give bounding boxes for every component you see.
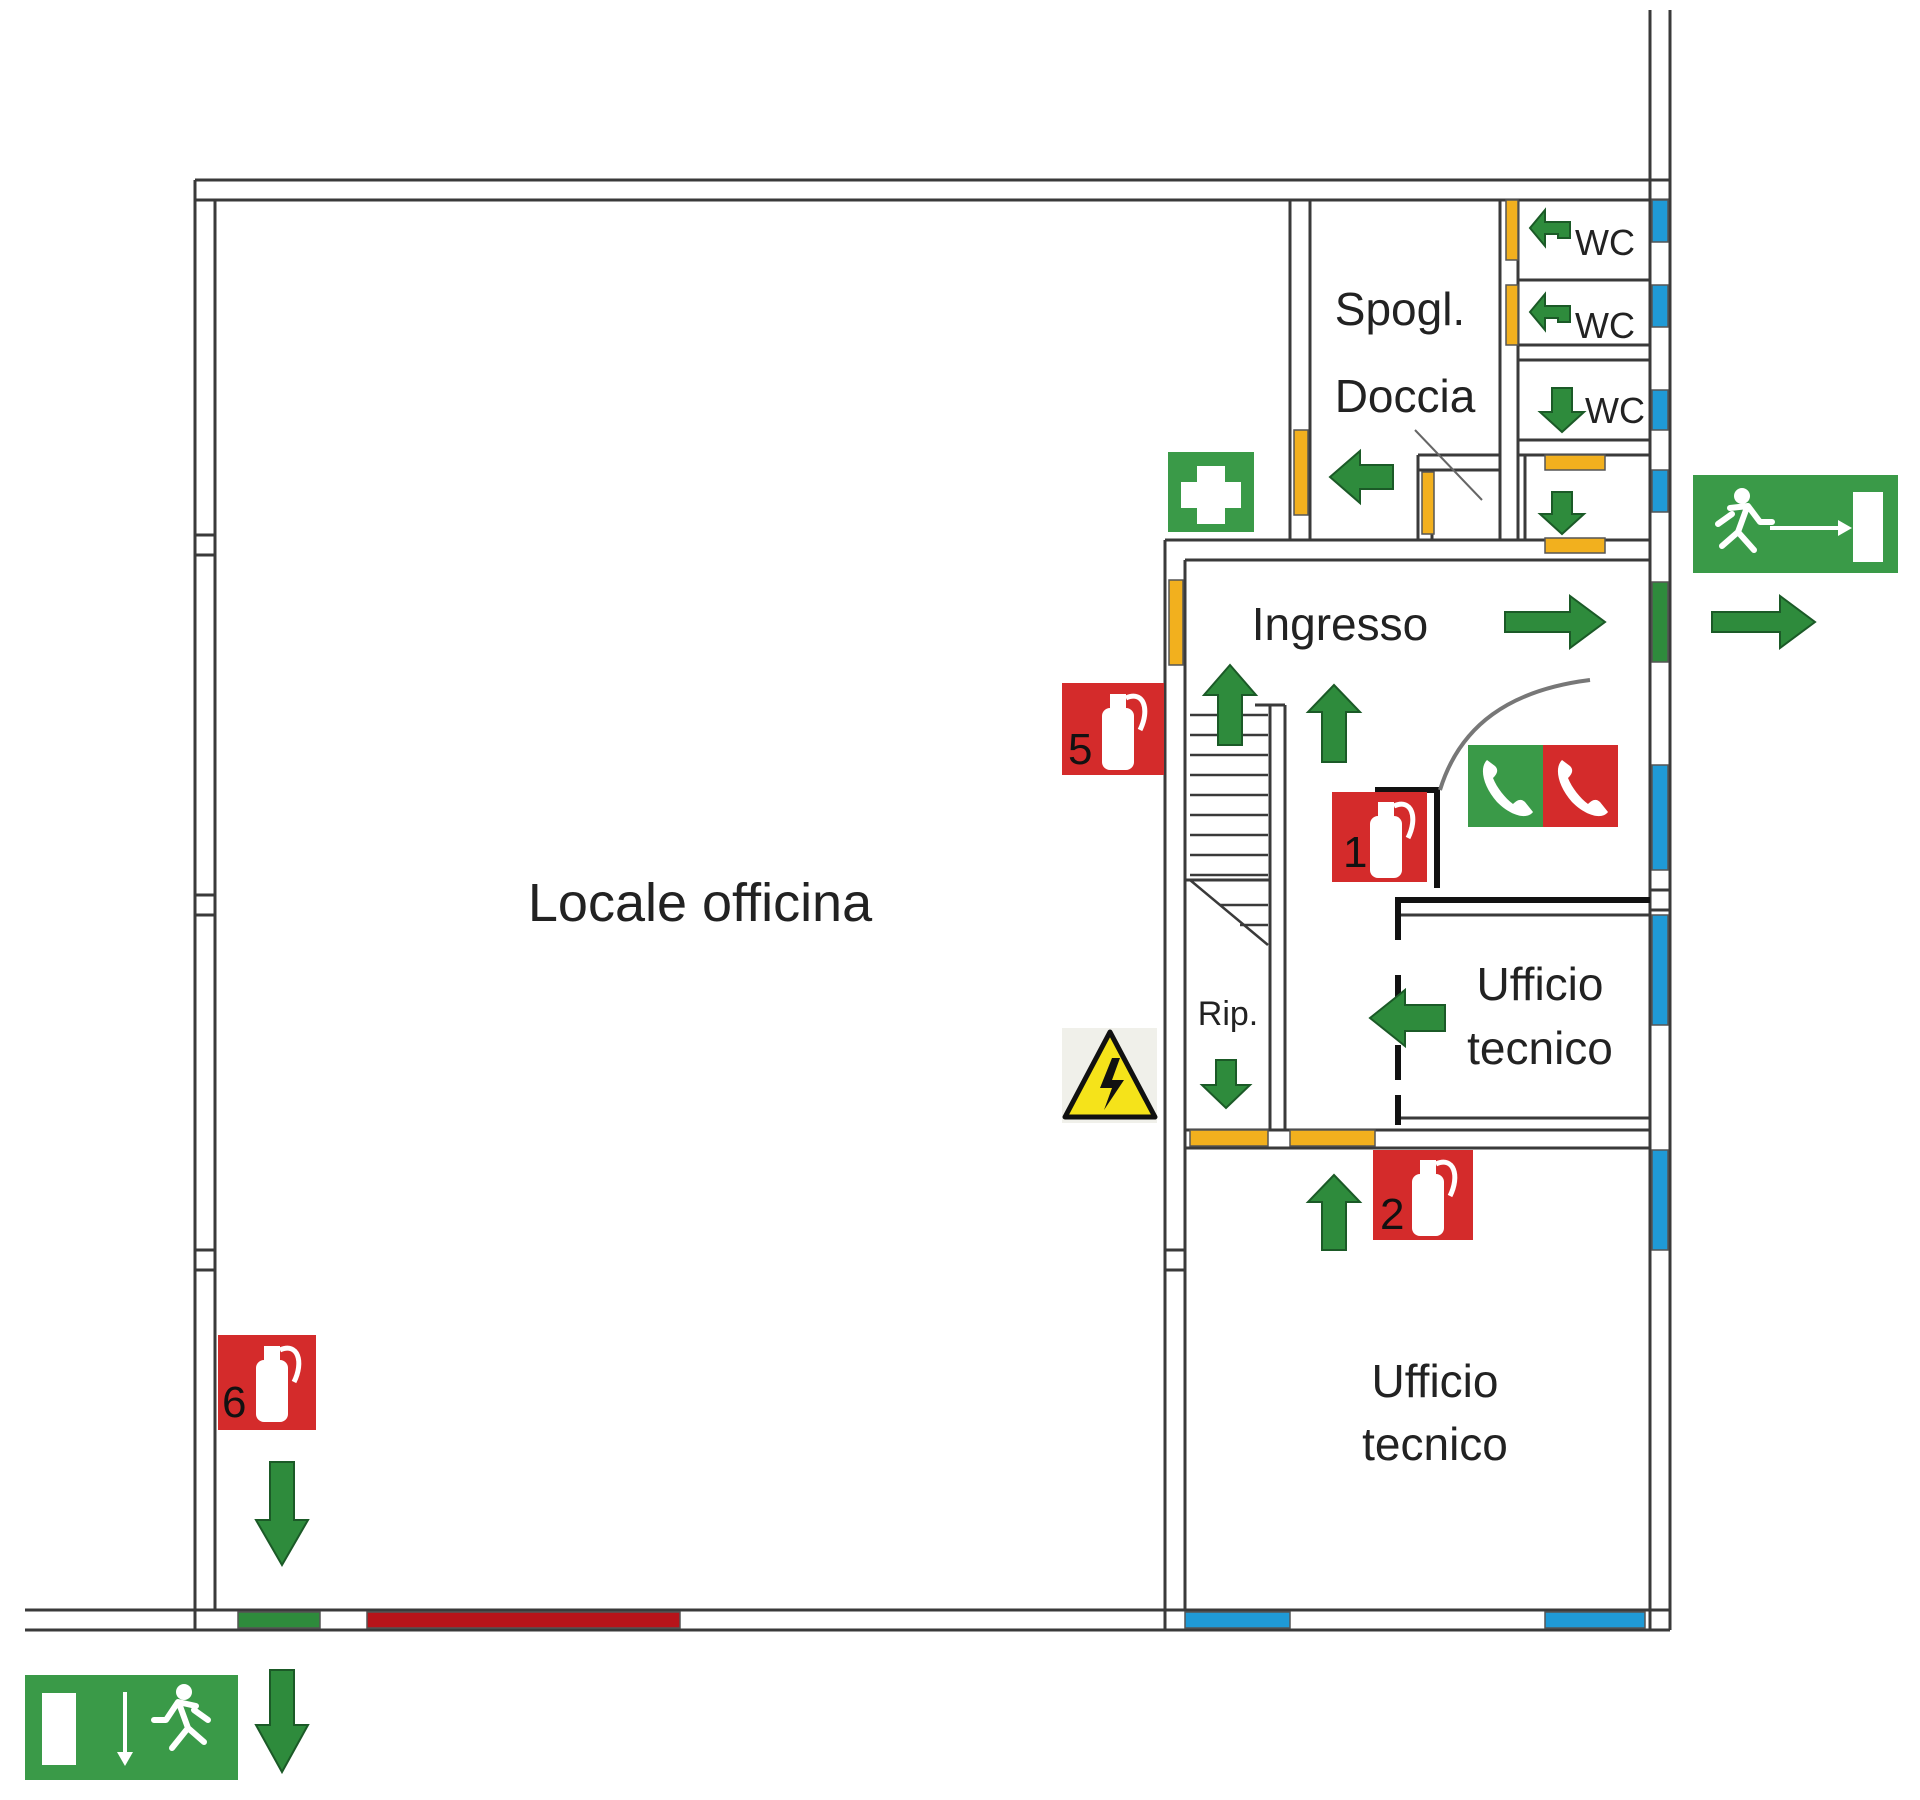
room-label-office-2-line2: tecnico	[1362, 1418, 1508, 1470]
extinguisher-number: 6	[222, 1378, 247, 1427]
arrow-icon	[1328, 448, 1394, 506]
doors-orange	[1168, 199, 1606, 1147]
arrow-icon	[254, 1461, 310, 1567]
room-label-shower: Doccia	[1334, 370, 1476, 422]
column-markers	[195, 533, 1670, 1272]
arrow-icon	[1305, 1173, 1363, 1251]
room-label-wc-2: WC	[1575, 305, 1635, 346]
escape-route-arrows	[254, 207, 1817, 1775]
room-label-changing: Spogl.	[1334, 283, 1466, 335]
fire-extinguisher-icon	[1332, 792, 1427, 882]
door-swing	[1438, 678, 1591, 791]
phone-icon	[1543, 745, 1618, 827]
room-label-wc-1: WC	[1575, 222, 1635, 263]
first-aid-icon	[1168, 452, 1254, 532]
arrow-icon	[1537, 491, 1587, 536]
arrow-icon	[1201, 663, 1259, 746]
fire-extinguisher-icon	[1062, 683, 1164, 775]
arrow-icon	[1305, 683, 1363, 763]
room-label-office-1-line2: tecnico	[1467, 1022, 1613, 1074]
arrow-icon	[1504, 594, 1607, 650]
windows-blue	[1184, 199, 1669, 1629]
arrow-icon	[1368, 987, 1446, 1049]
extinguisher-number: 5	[1068, 725, 1093, 774]
room-label-main-hall: Locale officina	[527, 873, 873, 933]
emergency-exit-icon	[1693, 475, 1898, 573]
phone-icon	[1468, 745, 1543, 827]
shower-diagonal	[1414, 429, 1483, 501]
arrow-icon	[1537, 387, 1587, 434]
arrow-icon	[254, 1669, 310, 1775]
arrow-icon	[1711, 594, 1817, 650]
arrow-icon	[1528, 207, 1571, 249]
office-partition	[1375, 787, 1650, 1125]
exit-door-right	[1651, 581, 1669, 663]
exit-door-bottom	[237, 1611, 321, 1629]
fire-extinguisher-icon	[218, 1335, 316, 1430]
room-label-office-2-line1: Ufficio	[1371, 1355, 1499, 1407]
room-label-entrance: Ingresso	[1251, 598, 1429, 650]
extinguisher-number: 2	[1380, 1190, 1405, 1239]
garage-door	[366, 1611, 681, 1629]
room-label-office-1-line1: Ufficio	[1476, 958, 1604, 1010]
room-label-wc-3: WC	[1585, 390, 1645, 431]
room-label-storage: Rip.	[1197, 995, 1259, 1033]
extinguisher-number: 1	[1343, 828, 1368, 877]
staircase	[1189, 713, 1269, 946]
emergency-exit-icon	[25, 1675, 238, 1780]
arrow-icon	[1528, 291, 1571, 333]
building-walls	[25, 10, 1672, 1632]
arrow-icon	[1199, 1059, 1253, 1110]
fire-extinguisher-icon	[1373, 1150, 1473, 1240]
electrical-hazard-icon	[1062, 1028, 1158, 1123]
